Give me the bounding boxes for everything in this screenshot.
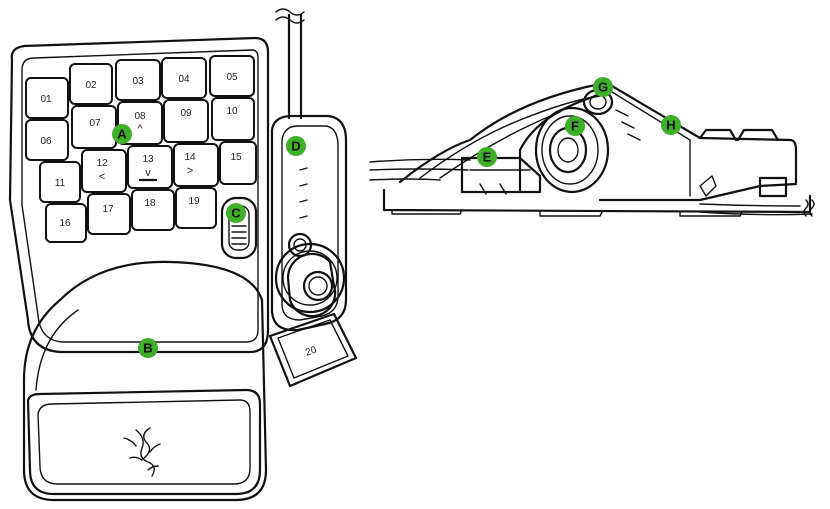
key-20[interactable]: 20 [268, 312, 358, 388]
led-indicator [299, 167, 308, 171]
key-06[interactable]: 06 [25, 119, 69, 161]
svg-text:H: H [666, 118, 675, 133]
svg-text:15: 15 [230, 152, 242, 163]
key-18[interactable]: 18 [131, 189, 175, 231]
key-13[interactable]: 13 v [127, 145, 173, 189]
callout-f: F [565, 116, 585, 136]
base-plate [382, 188, 812, 214]
svg-text:A: A [117, 127, 127, 142]
svg-text:17: 17 [102, 204, 114, 215]
side-module [270, 114, 348, 332]
key-05[interactable]: 05 [209, 55, 255, 97]
svg-text:G: G [598, 80, 608, 95]
callout-b: B [138, 338, 158, 358]
svg-text:B: B [143, 341, 152, 356]
svg-text:D: D [291, 139, 300, 154]
thumbstick-side[interactable] [534, 88, 614, 194]
svg-text:01: 01 [40, 94, 52, 105]
svg-text:C: C [231, 206, 241, 221]
svg-text:13: 13 [142, 154, 154, 165]
callout-a: A [112, 124, 132, 144]
svg-text:>: > [187, 165, 193, 177]
svg-text:E: E [483, 150, 492, 165]
key-19[interactable]: 19 [175, 187, 217, 229]
callout-e: E [477, 147, 497, 167]
key-14[interactable]: 14 > [173, 143, 219, 187]
key-10[interactable]: 10 [211, 97, 255, 141]
key-15[interactable]: 15 [219, 141, 257, 185]
wrist-rest-hinge [460, 156, 542, 194]
svg-text:03: 03 [132, 76, 144, 87]
svg-text:18: 18 [144, 198, 156, 209]
svg-text:05: 05 [226, 72, 238, 83]
svg-text:02: 02 [85, 80, 97, 91]
key-03[interactable]: 03 [115, 59, 161, 101]
svg-text:06: 06 [40, 136, 52, 147]
key-01[interactable]: 01 [25, 77, 69, 119]
key-17[interactable]: 17 [87, 193, 131, 235]
key-grid: 01 02 03 04 05 06 07 08^ 09 10 11 12 < 13… [25, 55, 257, 243]
svg-text:04: 04 [178, 74, 190, 85]
wrist-rest [22, 260, 268, 502]
svg-text:09: 09 [180, 108, 192, 119]
key-label: 20 [304, 344, 319, 358]
callout-d: D [286, 136, 306, 156]
svg-text:^: ^ [137, 123, 143, 135]
callout-g: G [593, 77, 613, 97]
key-16[interactable]: 16 [45, 203, 87, 243]
key-02[interactable]: 02 [69, 63, 113, 105]
svg-text:07: 07 [89, 118, 101, 129]
keypad-body [8, 36, 270, 354]
svg-text:12: 12 [96, 158, 108, 169]
svg-text:11: 11 [55, 178, 66, 189]
thumbstick[interactable] [274, 232, 346, 318]
key-07[interactable]: 07 [71, 105, 117, 149]
key-12[interactable]: 12 < [81, 149, 127, 193]
key-11[interactable]: 11 [39, 161, 81, 203]
svg-text:16: 16 [59, 218, 71, 229]
svg-text:14: 14 [184, 152, 196, 163]
keypad-side-view [369, 82, 815, 217]
keypad-top-view: 20 01 02 03 04 05 06 07 08^ 09 10 11 12 <… [8, 8, 358, 502]
callout-c: C [226, 203, 246, 223]
svg-text:v: v [145, 167, 151, 179]
scroll-wheel[interactable] [220, 196, 258, 260]
svg-text:08: 08 [134, 111, 146, 122]
key-09[interactable]: 09 [163, 99, 209, 143]
razer-logo-icon [123, 427, 161, 477]
svg-text:19: 19 [188, 196, 200, 207]
svg-text:F: F [571, 119, 579, 134]
callout-h: H [661, 115, 681, 135]
svg-text:<: < [99, 171, 105, 183]
key-04[interactable]: 04 [161, 57, 207, 99]
svg-text:10: 10 [226, 106, 238, 117]
